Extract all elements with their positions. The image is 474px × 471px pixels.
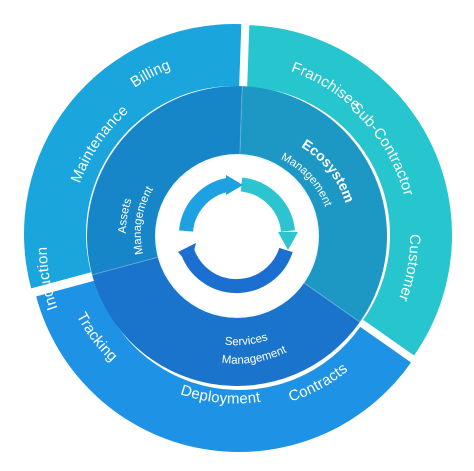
inner-ring-ecosystem bbox=[239, 86, 387, 323]
cycle-arrows-icon bbox=[178, 175, 298, 294]
outer-ring-ecosystem bbox=[247, 25, 453, 356]
outer-ring-assets bbox=[23, 23, 242, 289]
wedge-divider-2 bbox=[303, 282, 361, 323]
cycle-arrowhead-1 bbox=[226, 175, 243, 195]
cycle-arrowhead-2 bbox=[278, 232, 298, 250]
cycle-arrow-segment-left bbox=[179, 177, 230, 232]
center-hub bbox=[155, 154, 319, 318]
inner-ring-services bbox=[92, 256, 360, 386]
wedge-divider-3 bbox=[91, 256, 158, 276]
cycle-arrow-segment-bottom bbox=[180, 247, 293, 294]
outer-ring-services bbox=[36, 280, 412, 453]
wedge-divider-1 bbox=[239, 86, 243, 155]
cycle-arrow-segment-top-right bbox=[240, 177, 295, 233]
segments-layer bbox=[23, 23, 453, 453]
cycle-arrowhead-3 bbox=[178, 243, 196, 266]
inner-ring-assets bbox=[87, 85, 243, 275]
